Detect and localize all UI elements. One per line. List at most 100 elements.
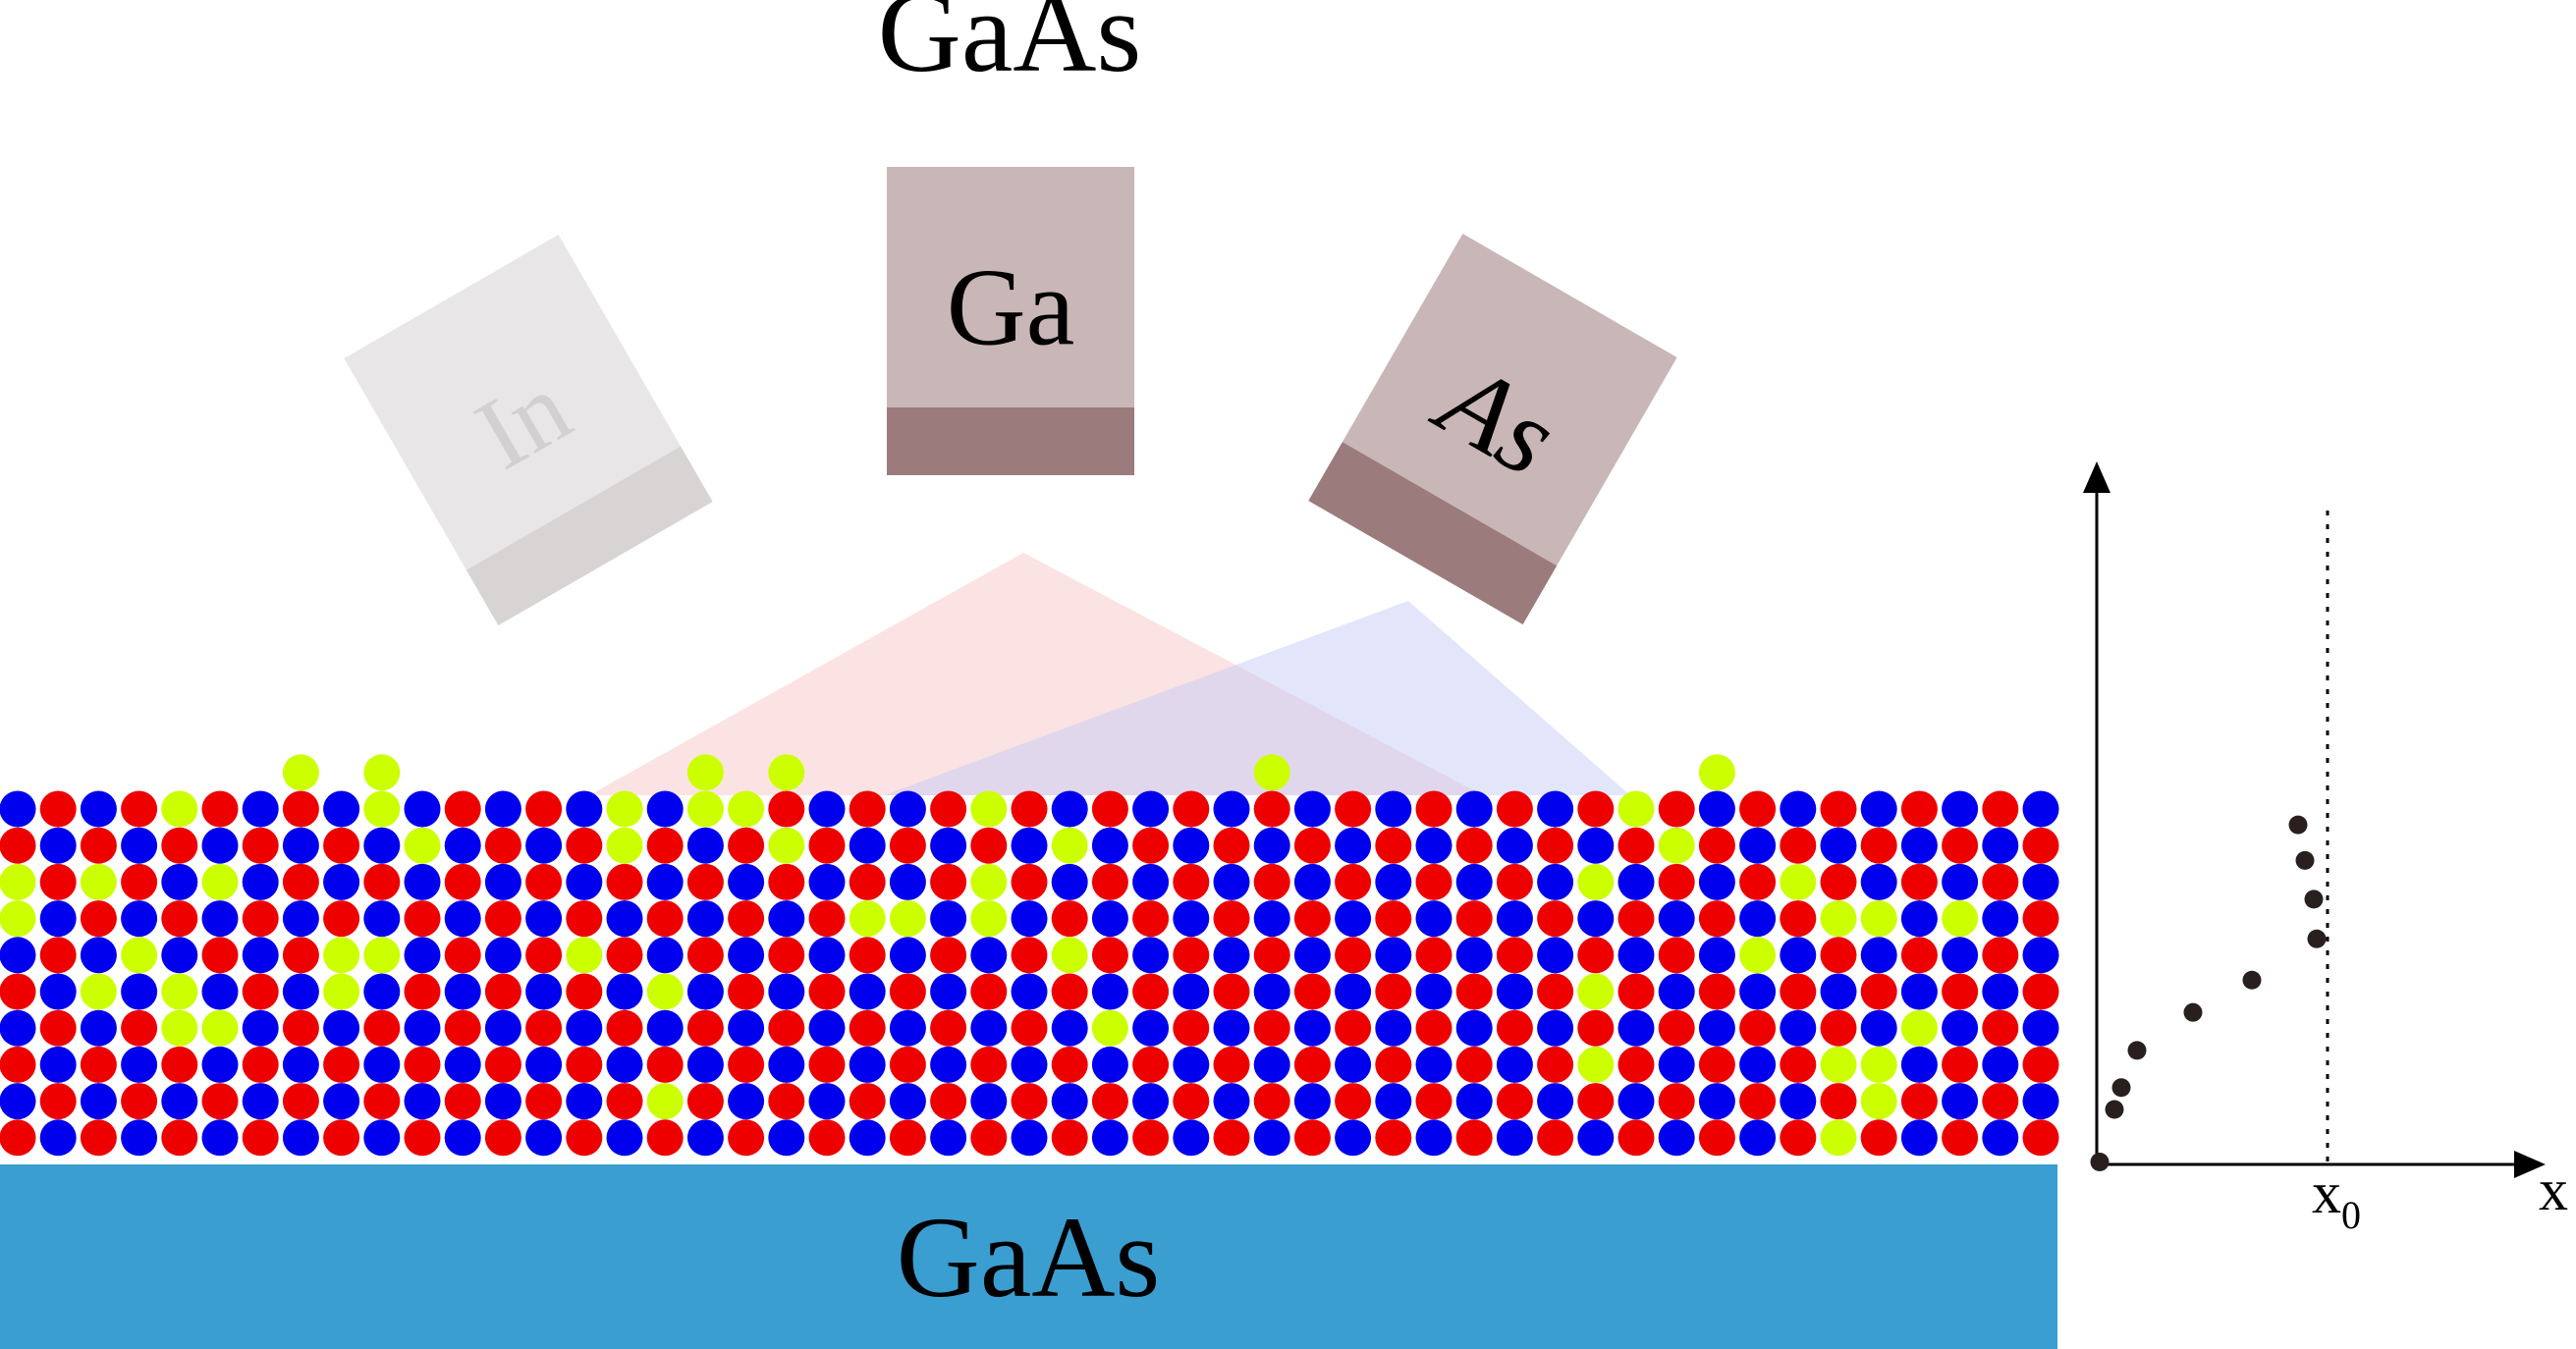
ga-atom	[1900, 790, 1938, 828]
as-atom	[1860, 863, 1897, 900]
as-atom	[2022, 1083, 2059, 1120]
as-atom	[1253, 900, 1290, 938]
ga-atom	[1537, 973, 1574, 1010]
in-atom	[363, 790, 401, 828]
ga-atom	[849, 1009, 886, 1047]
in-atom	[1900, 1009, 1938, 1047]
ga-atom	[1658, 1009, 1695, 1047]
as-atom	[1375, 1083, 1412, 1120]
as-atom	[363, 900, 401, 938]
ga-atom	[444, 937, 481, 974]
ga-atom	[686, 1083, 724, 1120]
as-atom	[808, 937, 846, 974]
as-atom	[686, 900, 724, 938]
as-atom	[1132, 937, 1170, 974]
as-atom	[39, 827, 77, 864]
as-atom	[1780, 1009, 1817, 1047]
ga-atom	[1335, 1009, 1372, 1047]
ga-atom	[484, 1046, 521, 1083]
ga-atom	[970, 827, 1008, 864]
ga-atom	[728, 1046, 765, 1083]
as-atom	[363, 1046, 401, 1083]
ga-atom	[930, 863, 967, 900]
as-atom	[566, 863, 603, 900]
ga-atom	[363, 1083, 401, 1120]
as-atom	[1537, 790, 1574, 828]
as-atom	[484, 790, 521, 828]
in-atom	[1860, 1083, 1897, 1120]
in-adatom	[768, 754, 805, 791]
as-atom	[1820, 827, 1857, 864]
in-atom	[889, 900, 926, 938]
as-atom	[1051, 1009, 1088, 1047]
in-atom	[1820, 900, 1857, 938]
as-atom	[201, 1046, 239, 1083]
as-atom	[1091, 1119, 1128, 1157]
ga-atom	[1253, 937, 1290, 974]
as-atom	[121, 827, 158, 864]
ga-atom	[1982, 790, 2019, 828]
ga-atom	[1537, 900, 1574, 938]
ga-atom	[1293, 827, 1331, 864]
in-adatom	[282, 754, 319, 791]
ga-atom	[1900, 863, 1938, 900]
as-atom	[1375, 937, 1412, 974]
as-atom	[1011, 827, 1048, 864]
ga-atom	[1739, 1083, 1777, 1120]
in-atom	[161, 1009, 198, 1047]
ga-atom	[0, 1046, 36, 1083]
as-atom	[1900, 827, 1938, 864]
as-atom	[728, 863, 765, 900]
as-atom	[404, 863, 441, 900]
ga-atom	[525, 1083, 563, 1120]
as-atom	[1780, 1083, 1817, 1120]
ga-atom	[1577, 1083, 1615, 1120]
as-atom	[768, 1046, 805, 1083]
as-atom	[808, 863, 846, 900]
as-atom	[0, 937, 36, 974]
as-atom	[363, 827, 401, 864]
as-atom	[728, 1009, 765, 1047]
growth-plot: x x0	[2083, 461, 2568, 1237]
ga-atom	[525, 937, 563, 974]
ga-atom	[1739, 1009, 1777, 1047]
as-atom	[201, 827, 239, 864]
ga-atom	[1860, 827, 1897, 864]
in-atom	[1780, 863, 1817, 900]
ga-atom	[1820, 1009, 1857, 1047]
ga-atom	[1173, 1009, 1210, 1047]
ga-atom	[282, 790, 319, 828]
as-atom	[1537, 863, 1574, 900]
ga-atom	[970, 1119, 1008, 1157]
ga-atom	[1982, 1083, 2019, 1120]
ga-atom	[444, 1009, 481, 1047]
ga-atom	[1455, 1046, 1493, 1083]
as-atom	[1293, 937, 1331, 974]
in-atom	[970, 900, 1008, 938]
as-atom	[1982, 900, 2019, 938]
gaas-substrate	[0, 1164, 2057, 1349]
ga-atom	[1091, 863, 1128, 900]
as-atom	[889, 937, 926, 974]
ga-atom	[1132, 1046, 1170, 1083]
in-atom	[970, 790, 1008, 828]
ga-atom	[1293, 973, 1331, 1010]
ga-atom	[1982, 1009, 2019, 1047]
as-atom	[39, 1119, 77, 1157]
ga-atom	[1051, 900, 1088, 938]
in-atom	[161, 973, 198, 1010]
as-atom	[1617, 1009, 1655, 1047]
as-atom	[768, 900, 805, 938]
ga-atom	[889, 1119, 926, 1157]
as-atom	[1213, 1083, 1250, 1120]
as-atom	[121, 973, 158, 1010]
as-atom	[1658, 900, 1695, 938]
as-atom	[1942, 1083, 1979, 1120]
in-atom	[646, 1083, 684, 1120]
as-atom	[889, 790, 926, 828]
ga-atom	[39, 1083, 77, 1120]
as-atom	[1860, 1009, 1897, 1047]
ga-atom	[2022, 900, 2059, 938]
ga-atom	[1375, 1046, 1412, 1083]
as-atom	[363, 1119, 401, 1157]
